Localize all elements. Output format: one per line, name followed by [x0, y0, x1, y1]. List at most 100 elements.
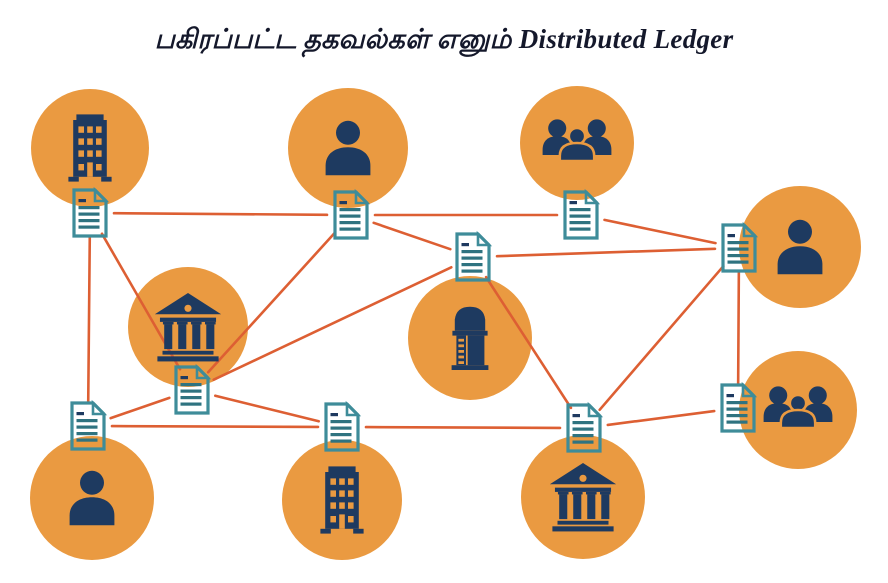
document-text-line [726, 401, 748, 405]
document-dash [726, 394, 734, 398]
document-text-line [569, 221, 591, 225]
document-text-line [339, 214, 361, 218]
office-building-icon-part [78, 164, 84, 171]
office-building-icon-part [87, 150, 93, 157]
document-text-line [180, 402, 202, 406]
office-building-icon-part [87, 126, 93, 133]
document-text-line [727, 260, 749, 264]
document-text-line [727, 241, 749, 245]
document-dash [727, 234, 735, 238]
document-fold-corner [741, 381, 758, 398]
bank-icon-part [557, 491, 569, 495]
person-icon-part [788, 219, 812, 244]
document-text-line [726, 420, 748, 424]
document-fold-corner [195, 363, 212, 380]
bank-icon-part [579, 474, 587, 482]
document-paper [455, 232, 491, 282]
bank-icon-part [554, 487, 612, 492]
document-paper [70, 401, 106, 451]
network-edge-d8-d9 [110, 424, 320, 429]
document-text-line [339, 227, 361, 231]
person-icon-part [325, 147, 371, 176]
document-paper [721, 223, 757, 273]
tower-icon-part [451, 365, 489, 370]
document-dash [78, 199, 86, 203]
office-building-icon-part [78, 150, 84, 157]
network-edge-d4-d10 [598, 264, 725, 412]
office-building-icon-part [96, 164, 102, 171]
document-paper [333, 190, 369, 240]
office-building-icon [68, 114, 112, 182]
document-text-line [76, 425, 98, 429]
bank-icon-part [571, 491, 583, 495]
document-paper [324, 402, 360, 452]
ledger-document-icon [324, 400, 362, 452]
office-building-icon-part [320, 528, 331, 534]
document-text-line [461, 269, 483, 273]
document-fold-corner [476, 230, 493, 247]
document-text-line [572, 440, 594, 444]
document-text-line [339, 208, 361, 212]
office-building-icon-part [96, 150, 102, 157]
office-building-icon-part [78, 138, 84, 145]
person-icon [777, 219, 823, 275]
document-text-line [569, 227, 591, 231]
document-text-line [726, 414, 748, 418]
bank-icon-part [192, 324, 201, 350]
bank-icon-part [162, 350, 214, 355]
network-edge-d2-d6 [372, 221, 452, 251]
document-text-line [78, 206, 100, 210]
ledger-document-icon [72, 186, 110, 238]
document-paper [566, 403, 602, 453]
tower-icon-part [454, 306, 486, 331]
network-edge-d5-d9 [214, 394, 320, 423]
bank-icon-part [601, 494, 610, 520]
network-edge-d6-d4 [495, 247, 717, 258]
document-text-line [180, 396, 202, 400]
bank-icon-part [206, 324, 215, 350]
people-group-icon-part [808, 386, 827, 405]
document-text-line [78, 212, 100, 216]
document-paper [72, 188, 108, 238]
document-text-line [180, 383, 202, 387]
document-text-line [330, 433, 352, 437]
node-circle-bank-bottom-right [521, 435, 645, 559]
tower-icon-part [458, 338, 464, 342]
bank-icon-part [176, 321, 188, 325]
document-paper [563, 190, 599, 240]
bank-icon-part [549, 463, 617, 485]
document-paper [174, 365, 210, 415]
ledger-document-icon [720, 381, 758, 433]
bank-icon-part [184, 304, 192, 312]
office-building-icon-part [348, 490, 354, 497]
tower-icon-part [458, 361, 464, 364]
bank-icon [154, 293, 222, 362]
document-text-line [572, 421, 594, 425]
bank-icon-part [157, 356, 219, 362]
office-building-icon-part [101, 176, 112, 182]
page-title: பகிரப்பட்ட தகவல்கள் எனும் Distributed Le… [154, 24, 734, 54]
document-text-line [572, 427, 594, 431]
office-building-icon-part [330, 502, 336, 509]
bank-icon [549, 463, 617, 532]
ledger-document-icon [174, 363, 212, 415]
bank-icon-part [600, 491, 611, 495]
bank-icon-part [159, 317, 217, 322]
ledger-document-icon [333, 188, 371, 240]
document-text-line [461, 250, 483, 254]
tower-icon-part [458, 355, 464, 359]
ledger-document-icon [455, 230, 493, 282]
ledger-docs-layer [70, 186, 759, 453]
document-fold-corner [742, 221, 759, 238]
tower-icon-part [458, 344, 464, 348]
person-icon-part [80, 470, 104, 495]
document-text-line [727, 254, 749, 258]
office-building-icon-part [76, 114, 104, 120]
office-building-icon-part [339, 490, 345, 497]
office-building-icon-part [330, 478, 336, 485]
document-fold-corner [345, 400, 362, 417]
bank-icon-part [205, 321, 216, 325]
document-text-line [461, 256, 483, 260]
office-building-icon-part [339, 514, 345, 529]
